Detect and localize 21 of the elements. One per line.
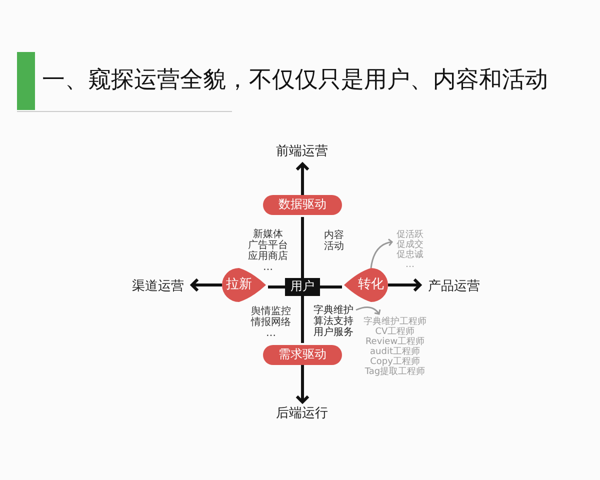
arrow — [388, 278, 422, 292]
axis-label: 渠道运营 — [126, 277, 190, 297]
text-list: 字典维护 算法支持 用户服务 — [311, 303, 356, 339]
axis-label: 前端运营 — [270, 142, 334, 162]
driver-pill: 数据驱动 — [263, 195, 342, 215]
driver-pill: 需求驱动 — [263, 345, 342, 365]
axis-label: 产品运营 — [422, 277, 486, 297]
text-list: 字典维护工程师 CV工程师 Review工程师 audit工程师 Copy工程师 Tag提取工程师 — [357, 314, 433, 382]
text-list: 促活跃 促成交 促忠诚 … — [393, 228, 427, 274]
arrow — [190, 278, 222, 292]
center-box: 用户 — [285, 278, 320, 296]
text-list: 内容 活动 — [317, 229, 351, 253]
axis-label: 后端运行 — [270, 404, 334, 424]
drop-badge: 拉新 — [222, 268, 266, 302]
arrow — [295, 365, 310, 404]
arrow — [295, 162, 310, 195]
title: 一、窥探运营全貌，不仅仅只是用户、内容和活动 — [42, 66, 548, 95]
drop-badge: 转化 — [344, 268, 388, 302]
arrow — [356, 306, 380, 315]
text-list: 舆情监控 情报网络 … — [244, 303, 298, 341]
arrow — [370, 238, 393, 268]
